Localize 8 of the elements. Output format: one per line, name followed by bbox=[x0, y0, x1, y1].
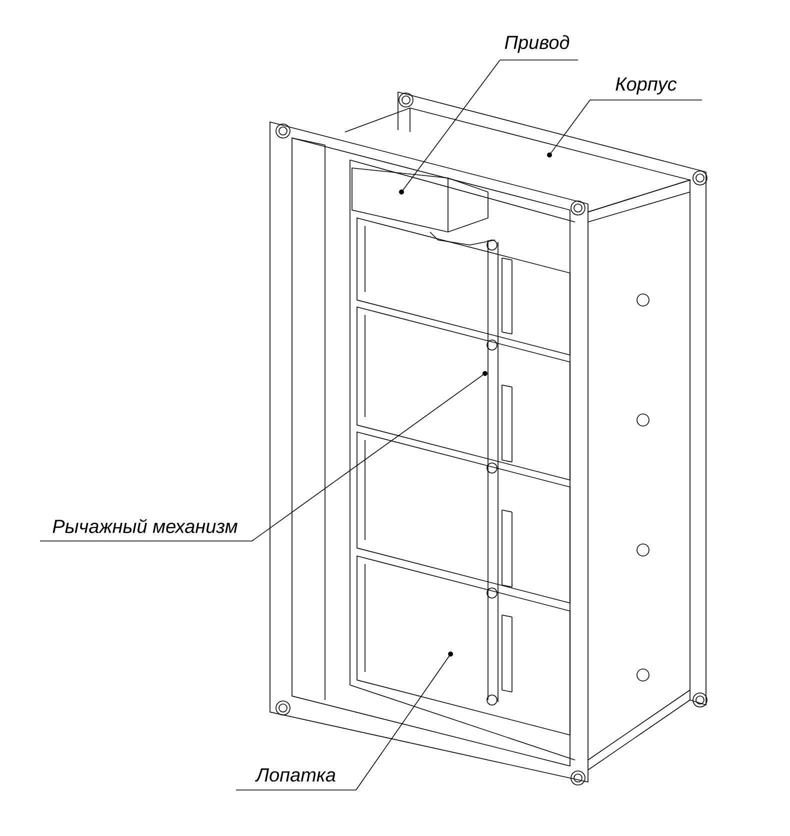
leader-label: Корпус bbox=[590, 78, 702, 100]
leader-line bbox=[356, 652, 454, 790]
leader-line bbox=[252, 370, 488, 542]
leader-label: Лопатка bbox=[236, 768, 356, 790]
leader-line bbox=[546, 100, 590, 158]
leader-label: Рычажный механизм bbox=[40, 518, 252, 542]
leader-label: Привод bbox=[500, 35, 578, 60]
leader-line bbox=[399, 60, 500, 194]
